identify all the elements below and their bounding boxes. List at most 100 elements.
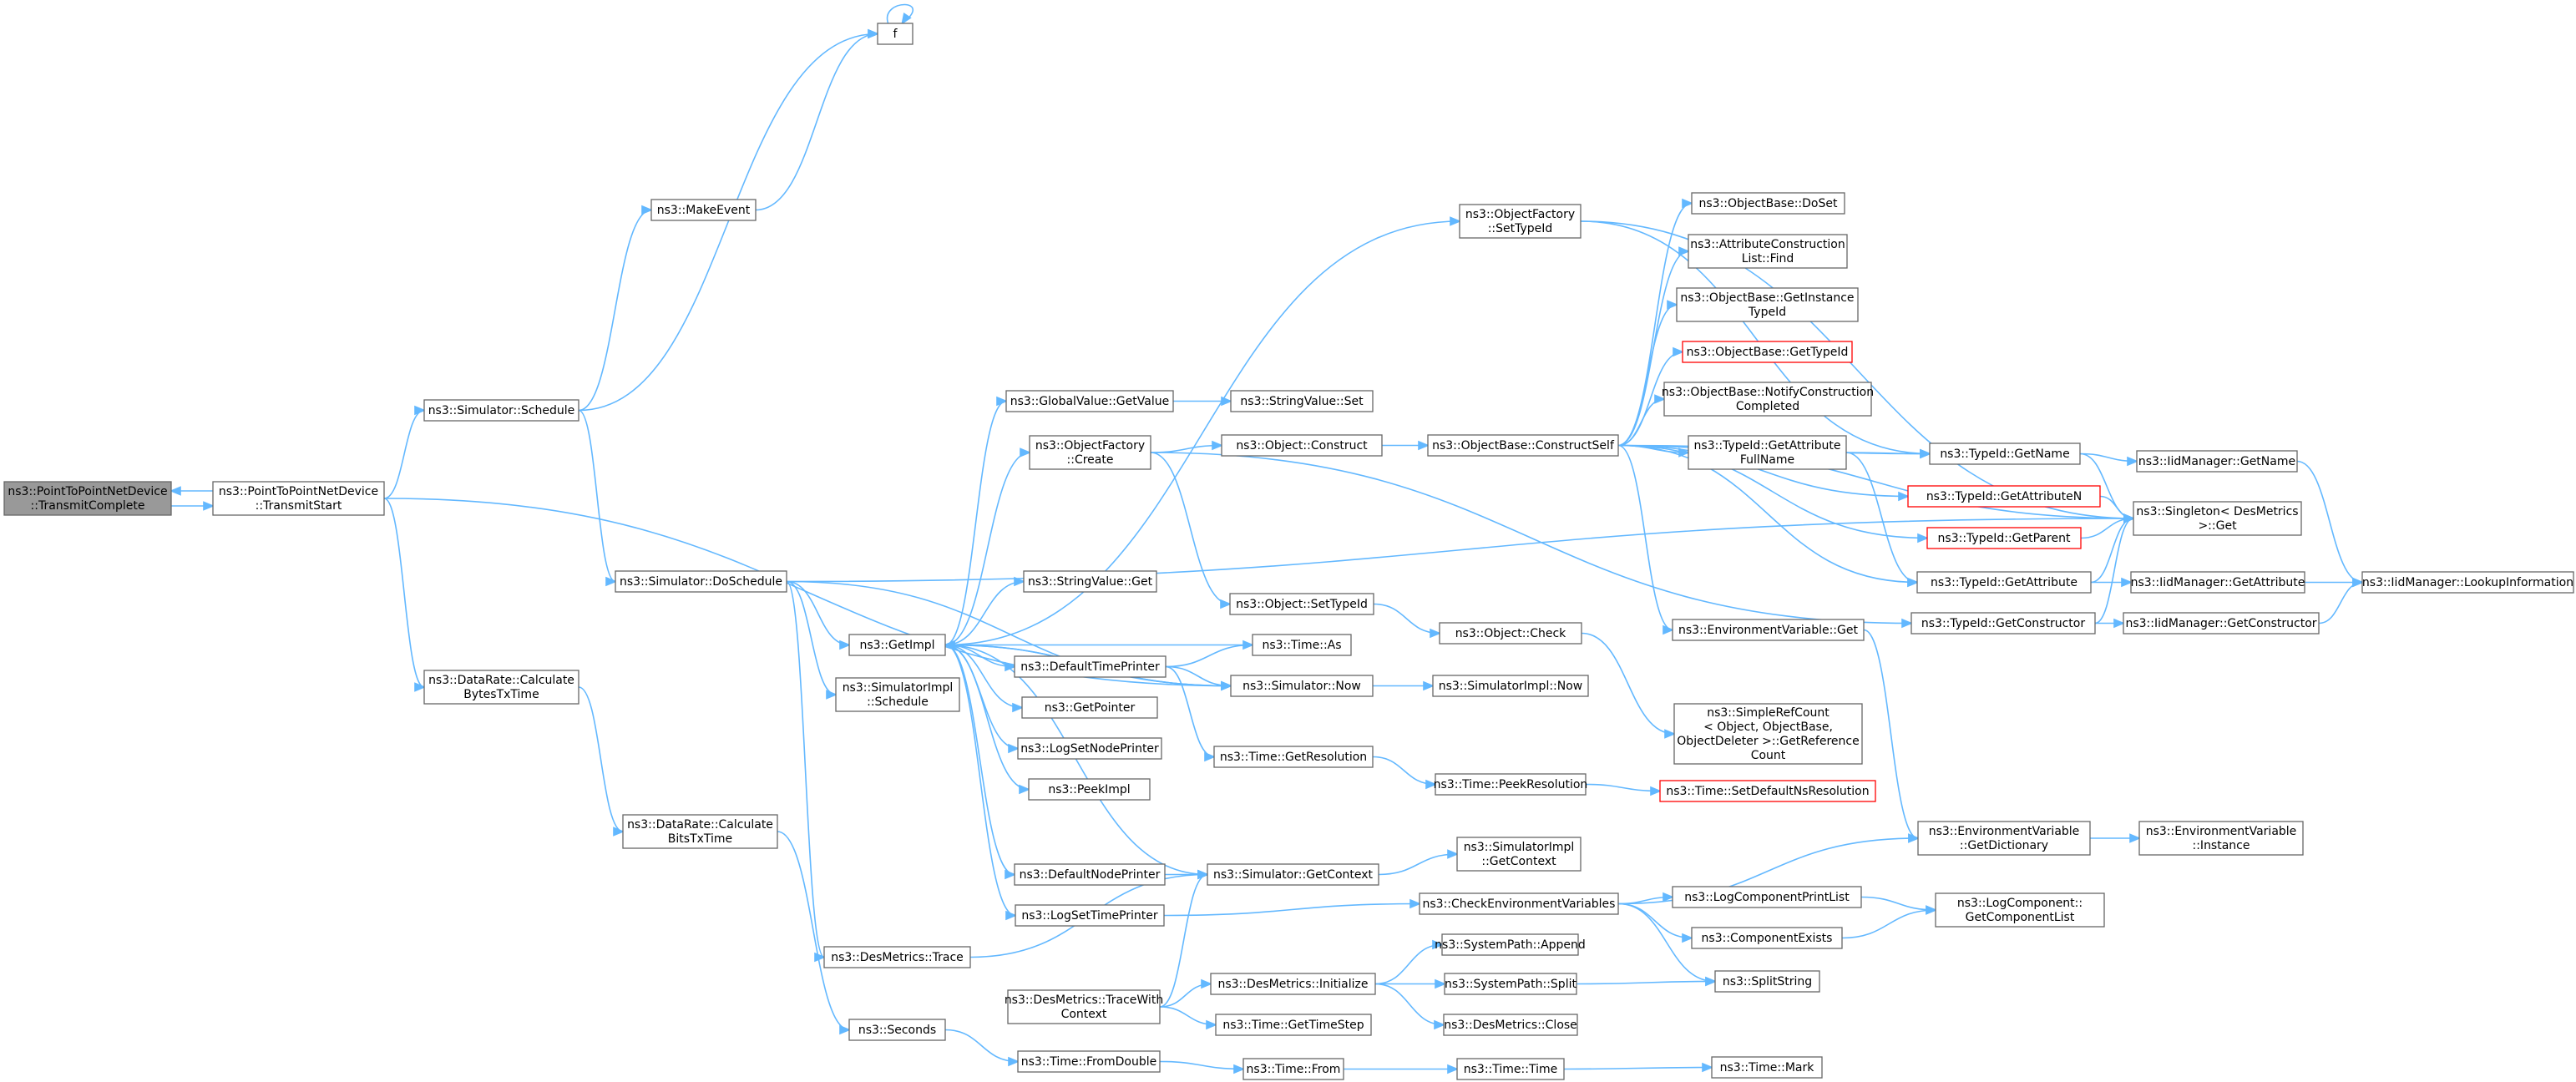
node-time_fromdouble[interactable]: ns3::Time::FromDouble (1017, 1050, 1161, 1073)
node-sim_schedule[interactable]: ns3::Simulator::Schedule (423, 399, 579, 422)
node-label-line: ns3::SimpleRefCount (1707, 706, 1830, 720)
node-box (3, 481, 172, 516)
node-singleton_get[interactable]: ns3::Singleton< DesMetrics>::Get (2133, 501, 2302, 536)
node-iid_getctor[interactable]: ns3::IidManager::GetConstructor (2123, 612, 2320, 635)
node-time_mark[interactable]: ns3::Time::Mark (1711, 1056, 1823, 1079)
node-des_init[interactable]: ns3::DesMetrics::Initialize (1210, 973, 1376, 995)
node-tid_getname[interactable]: ns3::TypeId::GetName (1929, 442, 2081, 465)
edge-des_init-to-sp_split-arrowhead (1435, 978, 1447, 989)
node-label-line: ObjectDeleter >::GetReference (1677, 735, 1859, 748)
node-label-line: ns3::DesMetrics::Trace (831, 951, 964, 964)
node-logsettimeprinter[interactable]: ns3::LogSetTimePrinter (1015, 904, 1165, 927)
node-ptp_txc[interactable]: ns3::PointToPointNetDevice::TransmitComp… (3, 481, 172, 516)
node-label-line: ns3::EnvironmentVariable::Get (1678, 624, 1858, 637)
node-tid_getattrn[interactable]: ns3::TypeId::GetAttributeN (1907, 485, 2101, 508)
node-simimpl_sched[interactable]: ns3::SimulatorImpl::Schedule (835, 677, 960, 712)
node-box (1230, 390, 1374, 412)
node-box (2123, 612, 2320, 635)
edge-ptp_txs-to-dr_bytes-arrowhead (414, 682, 427, 692)
node-env_getdict[interactable]: ns3::EnvironmentVariable::GetDictionary (1917, 821, 2091, 856)
node-env_get[interactable]: ns3::EnvironmentVariable::Get (1672, 619, 1865, 641)
node-f[interactable]: f (877, 23, 913, 45)
node-box (1917, 821, 2091, 856)
node-sv_set[interactable]: ns3::StringValue::Set (1230, 390, 1374, 412)
node-ob_doset[interactable]: ns3::ObjectBase::DoSet (1691, 192, 1845, 215)
node-label-line: TypeId (1748, 306, 1786, 319)
node-comp_exists[interactable]: ns3::ComponentExists (1691, 927, 1843, 949)
node-peekimpl[interactable]: ns3::PeekImpl (1028, 778, 1151, 801)
node-sp_append[interactable]: ns3::SystemPath::Append (1435, 933, 1586, 956)
edge-tid_getctor-to-singleton_get (2094, 518, 2134, 624)
node-tid_getattr[interactable]: ns3::TypeId::GetAttribute (1916, 571, 2092, 594)
node-time_peekres[interactable]: ns3::Time::PeekResolution (1434, 773, 1588, 796)
node-lc_getlist[interactable]: ns3::LogComponent::GetComponentList (1935, 892, 2105, 928)
node-label-line: ::SetTypeId (1488, 222, 1553, 235)
node-box (1221, 434, 1383, 457)
node-tid_getparent[interactable]: ns3::TypeId::GetParent (1926, 527, 2082, 549)
node-sp_split[interactable]: ns3::SystemPath::Split (1444, 973, 1577, 995)
node-of_create[interactable]: ns3::ObjectFactory::Create (1029, 435, 1151, 470)
node-simimpl_getctx[interactable]: ns3::SimulatorImpl::GetContext (1456, 837, 1582, 872)
node-label-line: Completed (1736, 400, 1799, 413)
node-check_env[interactable]: ns3::CheckEnvironmentVariables (1419, 892, 1619, 915)
node-getpointer[interactable]: ns3::GetPointer (1021, 696, 1158, 719)
edge-sim_getcontext-to-simimpl_getctx-arrowhead (1447, 849, 1460, 859)
node-time_time[interactable]: ns3::Time::Time (1456, 1058, 1565, 1080)
edge-ob_constructself-to-tid_getparent (1617, 444, 1928, 539)
node-splitstring[interactable]: ns3::SplitString (1714, 970, 1820, 993)
node-box (823, 946, 971, 968)
node-make_event[interactable]: ns3::MakeEvent (650, 199, 757, 221)
node-ob_gettypeid[interactable]: ns3::ObjectBase::GetTypeId (1682, 341, 1853, 363)
node-simpleref[interactable]: ns3::SimpleRefCount< Object, ObjectBase,… (1673, 703, 1863, 765)
edge-sim_now-to-simimpl_now-arrowhead (1423, 680, 1435, 691)
node-box (1672, 619, 1865, 641)
node-time_as[interactable]: ns3::Time::As (1252, 634, 1352, 656)
node-getimpl[interactable]: ns3::GetImpl (848, 634, 946, 656)
node-ptp_txs[interactable]: ns3::PointToPointNetDevice::TransmitStar… (212, 481, 385, 516)
node-obj_check[interactable]: ns3::Object::Check (1439, 622, 1582, 645)
node-ob_constructself[interactable]: ns3::ObjectBase::ConstructSelf (1427, 434, 1619, 457)
edge-ob_constructself-to-ob_doset-arrowhead (1682, 198, 1694, 209)
node-def_timeprinter[interactable]: ns3::DefaultTimePrinter (1014, 655, 1167, 678)
node-simimpl_now[interactable]: ns3::SimulatorImpl::Now (1432, 675, 1589, 697)
node-lcpl[interactable]: ns3::LogComponentPrintList (1672, 886, 1862, 908)
node-box (2138, 821, 2304, 856)
node-time_gettimestep[interactable]: ns3::Time::GetTimeStep (1215, 1014, 1372, 1036)
node-seconds[interactable]: ns3::Seconds (848, 1019, 946, 1041)
node-env_instance[interactable]: ns3::EnvironmentVariable::Instance (2138, 821, 2304, 856)
node-gv_getvalue[interactable]: ns3::GlobalValue::GetValue (1005, 390, 1174, 412)
node-des_close[interactable]: ns3::DesMetrics::Close (1443, 1014, 1578, 1036)
node-sim_getcontext[interactable]: ns3::Simulator::GetContext (1207, 863, 1379, 886)
node-time_setdefns[interactable]: ns3::Time::SetDefaultNsResolution (1659, 780, 1876, 802)
node-label-line: ns3::LogComponent:: (1957, 897, 2083, 910)
edge-getimpl-to-of_create (944, 452, 1030, 646)
node-box (212, 481, 385, 516)
node-def_nodeprinter[interactable]: ns3::DefaultNodePrinter (1014, 863, 1166, 886)
node-iid_getname[interactable]: ns3::IidManager::GetName (2136, 450, 2298, 473)
node-box (1672, 886, 1862, 908)
node-of_settypeid[interactable]: ns3::ObjectFactory::SetTypeId (1459, 204, 1582, 239)
node-box (1682, 341, 1853, 363)
node-time_from[interactable]: ns3::Time::From (1242, 1058, 1344, 1080)
node-iid_lookup[interactable]: ns3::IidManager::LookupInformation (2361, 571, 2574, 594)
node-logsetnodeprinter[interactable]: ns3::LogSetNodePrinter (1017, 737, 1162, 760)
node-des_trace[interactable]: ns3::DesMetrics::Trace (823, 946, 971, 968)
node-obj_settypeid[interactable]: ns3::Object::SetTypeId (1229, 593, 1374, 615)
node-sim_now[interactable]: ns3::Simulator::Now (1230, 675, 1374, 697)
edge-check_env-to-splitstring (1617, 903, 1716, 983)
node-time_getres[interactable]: ns3::Time::GetResolution (1213, 746, 1374, 768)
node-sv_get[interactable]: ns3::StringValue::Get (1023, 570, 1157, 593)
node-iid_getattr[interactable]: ns3::IidManager::GetAttribute (2130, 571, 2305, 594)
edge-getimpl-to-gv_getvalue-arrowhead (996, 396, 1009, 407)
node-obj_construct[interactable]: ns3::Object::Construct (1221, 434, 1383, 457)
node-sim_doschedule[interactable]: ns3::Simulator::DoSchedule (615, 570, 787, 593)
node-ob_notify[interactable]: ns3::ObjectBase::NotifyConstructionCompl… (1662, 382, 1874, 417)
node-label-line: BitsTxTime (668, 832, 732, 846)
node-tid_getctor[interactable]: ns3::TypeId::GetConstructor (1910, 612, 2096, 635)
